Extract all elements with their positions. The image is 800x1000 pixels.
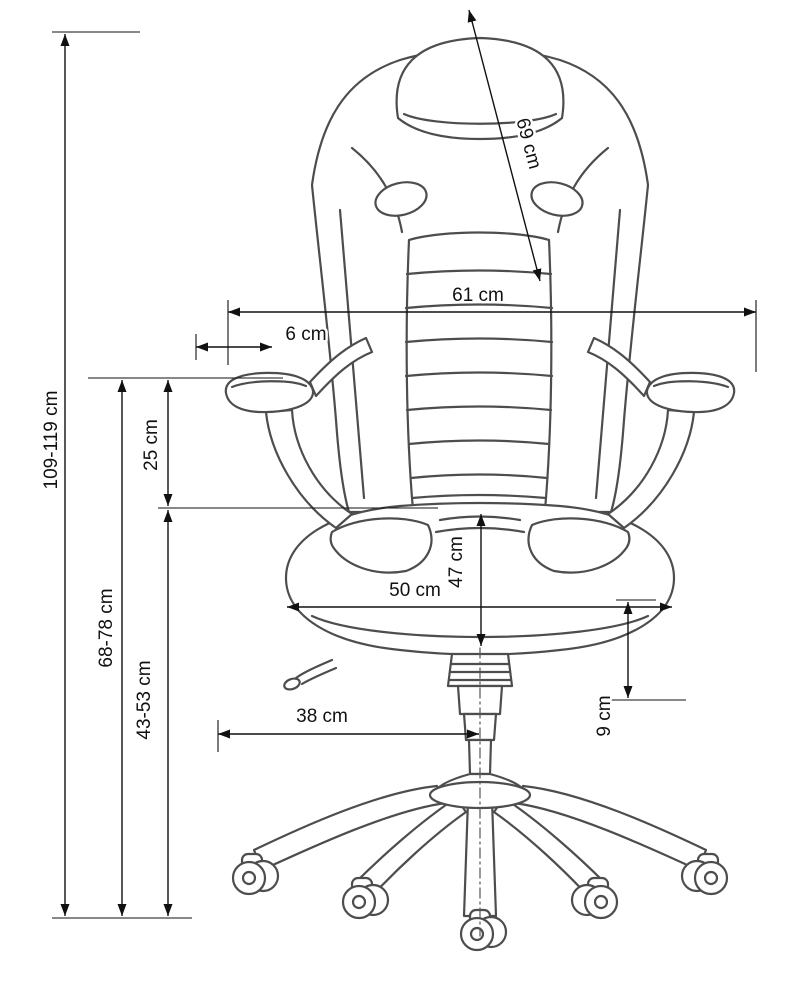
dim-label-seat-thickness: 9 cm xyxy=(594,695,615,736)
dimension-total-height: 109-119 cm xyxy=(39,31,192,919)
armrest-left xyxy=(224,336,374,530)
backrest-vent-holes xyxy=(374,181,584,217)
dim-label-seat-width: 50 cm xyxy=(389,580,441,601)
dim-label-seat-height: 43-53 cm xyxy=(134,660,155,739)
caster-mid-left xyxy=(341,876,390,920)
dim-label-seat-to-armrest: 25 cm xyxy=(141,419,162,471)
dimension-seat-width: 50 cm xyxy=(287,578,672,612)
dimension-backrest-width: 61 cm xyxy=(227,283,757,372)
caster-far-left xyxy=(231,852,280,896)
dimension-base-span: 38 cm xyxy=(217,704,479,752)
vent-hole-left xyxy=(374,181,428,217)
dimension-armrest-pad: 6 cm xyxy=(195,322,329,360)
casters xyxy=(231,852,729,952)
dim-label-base-span: 38 cm xyxy=(296,706,348,727)
chair-drawing xyxy=(224,36,736,952)
dimension-seat-height: 43-53 cm xyxy=(132,510,173,916)
chair-seat xyxy=(284,501,676,656)
dimension-seat-to-armrest: 25 cm xyxy=(139,380,438,509)
dim-label-backrest-width: 61 cm xyxy=(452,285,504,306)
dim-label-armrest-pad: 6 cm xyxy=(285,324,326,345)
dimension-seat-thickness: 9 cm xyxy=(592,599,686,739)
dimension-armrest-height: 68-78 cm xyxy=(88,377,283,916)
dim-label-total-height: 109-119 cm xyxy=(41,391,62,490)
dimension-seat-depth: 47 cm xyxy=(444,514,486,646)
caster-mid-right xyxy=(570,876,619,920)
base-legs xyxy=(252,772,708,918)
tilt-lever xyxy=(283,658,338,691)
dim-label-armrest-height: 68-78 cm xyxy=(96,588,117,667)
dim-label-seat-depth: 47 cm xyxy=(446,536,467,588)
armrest-right xyxy=(586,336,736,530)
caster-far-right xyxy=(680,852,729,896)
